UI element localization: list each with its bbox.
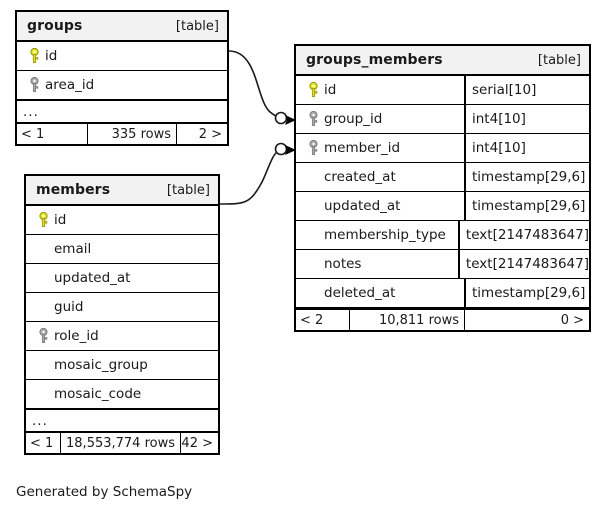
column-cell-name: email: [26, 235, 218, 263]
primary-key-icon: [25, 48, 43, 64]
next-page-button[interactable]: 2 >: [198, 126, 222, 142]
table-row[interactable]: email: [26, 235, 218, 264]
generated-by-credit: Generated by SchemaSpy: [16, 484, 193, 500]
table-row[interactable]: id: [26, 206, 218, 235]
column-cell-name: mosaic_group: [26, 351, 218, 379]
column-name-label: notes: [324, 256, 362, 272]
table-row[interactable]: updated_at timestamp[29,6]: [296, 192, 589, 221]
column-cell-name: group_id: [296, 105, 464, 133]
table-groups_members-tag: [table]: [537, 52, 581, 68]
column-type-label: text[2147483647]: [457, 221, 589, 249]
column-cell-name: id: [296, 76, 464, 104]
table-groups-tag: [table]: [175, 18, 219, 34]
column-name-label: area_id: [45, 77, 95, 93]
column-type-label: serial[10]: [464, 76, 589, 104]
foreign-key-icon: [304, 140, 322, 156]
relationship-endpoint-circle-members: [274, 142, 288, 156]
table-row[interactable]: group_id int4[10]: [296, 105, 589, 134]
table-row[interactable]: mosaic_code: [26, 380, 218, 409]
table-members-more-columns-indicator: ...: [26, 409, 218, 431]
table-members-tag: [table]: [166, 182, 210, 198]
next-page-button[interactable]: 0 >: [560, 312, 584, 328]
table-row[interactable]: membership_type text[2147483647]: [296, 221, 589, 250]
column-cell-name: mosaic_code: [26, 380, 218, 408]
column-cell-name: notes: [296, 250, 458, 278]
table-members-footer: < 1 18,553,774 rows 42 >: [26, 431, 218, 453]
column-type-label: text[2147483647]: [457, 250, 589, 278]
column-name-label: id: [54, 212, 67, 228]
table-groups_members-title: groups_members: [306, 52, 443, 68]
table-members[interactable]: members [table] id email: [24, 174, 220, 455]
relationship-line-groups-to-groups_members: [228, 50, 285, 120]
column-cell-name: updated_at: [26, 264, 218, 292]
column-cell-name: member_id: [296, 134, 464, 162]
column-type-label: timestamp[29,6]: [464, 279, 589, 307]
table-groups-footer: < 1 335 rows 2 >: [17, 122, 227, 144]
column-type-label: timestamp[29,6]: [464, 163, 589, 191]
primary-key-icon: [34, 212, 52, 228]
table-row[interactable]: member_id int4[10]: [296, 134, 589, 163]
relationship-line-members-to-groups_members: [219, 150, 279, 205]
column-cell-name: id: [26, 206, 218, 234]
column-cell-name: id: [17, 42, 227, 70]
table-row[interactable]: updated_at: [26, 264, 218, 293]
column-type-label: int4[10]: [464, 134, 589, 162]
table-row[interactable]: deleted_at timestamp[29,6]: [296, 279, 589, 308]
column-name-label: id: [45, 48, 58, 64]
row-count-label: 18,553,774 rows: [60, 433, 181, 453]
column-name-label: updated_at: [54, 270, 131, 286]
table-row[interactable]: area_id: [17, 71, 227, 100]
prev-page-button[interactable]: < 2: [300, 312, 324, 328]
column-name-label: email: [54, 241, 92, 257]
column-cell-name: deleted_at: [296, 279, 464, 307]
column-name-label: group_id: [324, 111, 383, 127]
column-name-label: role_id: [54, 328, 99, 344]
table-groups_members-header: groups_members [table]: [296, 46, 589, 76]
column-cell-name: membership_type: [296, 221, 458, 249]
table-groups-more-columns-indicator: ...: [17, 100, 227, 122]
table-row[interactable]: id serial[10]: [296, 76, 589, 105]
column-name-label: created_at: [324, 169, 396, 185]
column-name-label: mosaic_code: [54, 386, 142, 402]
next-page-button[interactable]: 42 >: [181, 435, 213, 451]
table-members-title: members: [36, 182, 111, 198]
prev-page-button[interactable]: < 1: [30, 435, 54, 451]
column-name-label: guid: [54, 299, 84, 315]
foreign-key-icon: [304, 111, 322, 127]
column-cell-name: area_id: [17, 71, 227, 99]
column-cell-name: created_at: [296, 163, 464, 191]
table-row[interactable]: created_at timestamp[29,6]: [296, 163, 589, 192]
table-groups_members-footer: < 2 10,811 rows 0 >: [296, 308, 589, 330]
row-count-label: 10,811 rows: [349, 310, 465, 330]
table-row[interactable]: notes text[2147483647]: [296, 250, 589, 279]
column-name-label: member_id: [324, 140, 401, 156]
column-type-label: int4[10]: [464, 105, 589, 133]
column-name-label: membership_type: [324, 227, 446, 243]
table-row[interactable]: guid: [26, 293, 218, 322]
column-name-label: updated_at: [324, 198, 401, 214]
foreign-key-icon: [25, 77, 43, 93]
column-name-label: id: [324, 82, 337, 98]
table-groups_members[interactable]: groups_members [table] id serial[10]: [294, 44, 591, 332]
column-name-label: mosaic_group: [54, 357, 148, 373]
table-groups-title: groups: [27, 18, 83, 34]
table-row[interactable]: role_id: [26, 322, 218, 351]
column-cell-name: role_id: [26, 322, 218, 350]
column-name-label: deleted_at: [324, 285, 396, 301]
ellipsis-label: ...: [23, 103, 39, 120]
foreign-key-icon: [34, 328, 52, 344]
table-members-header: members [table]: [26, 176, 218, 206]
primary-key-icon: [304, 82, 322, 98]
table-row[interactable]: mosaic_group: [26, 351, 218, 380]
table-groups-header: groups [table]: [17, 12, 227, 42]
column-cell-name: updated_at: [296, 192, 464, 220]
table-groups[interactable]: groups [table] id: [15, 10, 229, 146]
column-cell-name: guid: [26, 293, 218, 321]
ellipsis-label: ...: [32, 412, 48, 429]
column-type-label: timestamp[29,6]: [464, 192, 589, 220]
prev-page-button[interactable]: < 1: [21, 126, 45, 142]
table-row[interactable]: id: [17, 42, 227, 71]
relationship-endpoint-circle-groups: [274, 111, 288, 125]
row-count-label: 335 rows: [87, 124, 177, 144]
